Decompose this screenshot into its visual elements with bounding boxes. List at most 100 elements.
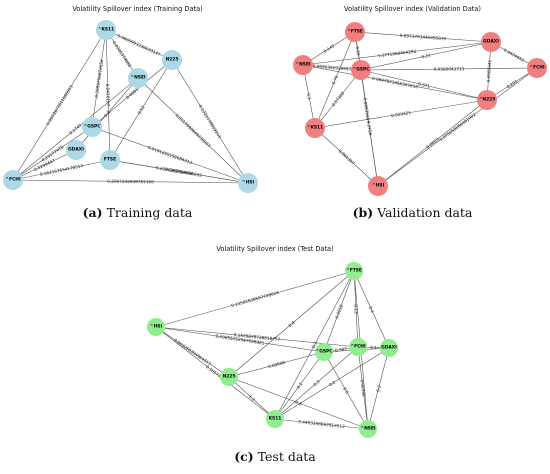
edge-weight-label: 0.371 [418,81,431,89]
node-label: GDAXI [381,345,397,351]
edge-weight-label: 0.13 [353,304,358,314]
graph-edge [137,77,249,184]
graph-node [527,58,547,78]
graph-edge [12,29,107,181]
edge-weight-label: 0.0847823466307658 [372,76,419,90]
edge-weight-label: 0.1741 [68,122,83,135]
node-label: ^NSEI [130,75,146,81]
graph-edge [360,67,538,71]
edges-layer [12,29,249,184]
edge-weight-label: 0.0580043713 [434,66,465,71]
edge-weight-label: 0.4 [287,320,296,328]
graph-edge [228,270,355,378]
graph-edge [377,99,488,187]
edge-weight-label: 0.22 [421,53,431,60]
graph-node [477,90,497,110]
edge-weight-label: 0.0580041 [486,59,493,82]
edge-weight-label: 0.0918 [334,303,344,319]
edges-layer [302,31,538,187]
node-label: ^FCHI [5,177,21,183]
node-label: ^KS11 [98,27,114,33]
node-label: ^FTSE [346,268,362,274]
graph-node [345,22,365,42]
graph-node [351,60,371,80]
edge-weight-label: 0.0919977011680915 [45,84,74,127]
graph-edge [302,31,356,66]
graph-node [66,140,86,160]
graph-edge [155,270,355,328]
graph-edge [314,69,362,129]
graph-edge [274,351,325,420]
graph-node [3,170,23,190]
graph-edge [357,346,369,430]
node-label: N225 [166,57,179,63]
edge-weight-label: 1.2 [248,394,257,402]
graph-edge [302,41,492,66]
edge-weight-label: 0.3 [103,110,111,119]
edge-weight-label: 0.2099798072656 [94,59,105,98]
graph-edge [360,41,492,71]
graph-edge [91,126,249,184]
caption-label: (b) [352,205,374,220]
graph-edge [274,418,369,430]
graph-edge [12,149,77,181]
edge-weight-label: 0.145 [323,43,336,54]
node-label: ^FCHI [529,65,545,71]
edge-weight-label: 0.12582838507728024 [231,290,280,308]
panel-validation: Volatility Spillover index (Validation D… [275,0,550,237]
graph-edge [12,179,249,184]
graph-edge [155,326,325,353]
graph-edge [353,270,390,349]
graph-node [315,343,333,361]
edge-weight-label: 0.075658086461002 [438,112,477,142]
graph-edge [314,99,488,129]
edge-weight-label: 0.387 [335,346,348,353]
edge-weight-label: 0.2097242838781168 [107,179,154,185]
node-label: ^NSEI [360,426,376,432]
edge-weight-label: 0.1 [296,381,304,390]
graph-node [266,410,284,428]
node-label: FTSE [104,157,116,163]
panel-caption: (c) Test data [110,449,440,464]
graph-edge [105,29,111,161]
edge-weight-label: 0.0030351928997 [313,63,352,71]
node-label: ^HSI [242,180,255,186]
graph-edge [377,67,538,187]
edge-weight-label: 0.52 [136,104,145,115]
graph-edge [228,376,276,420]
panel-training: Volatility Spillover index (Training Dat… [0,0,275,237]
node-label: ^HSI [372,183,385,189]
panel-title: Volatility Spillover index (Test Data) [216,245,334,253]
graph-node [359,420,377,438]
graph-edge [109,59,173,161]
panel-title: Volatility Spillover index (Training Dat… [72,5,203,13]
graph-node [349,338,367,356]
node-label: GDAXI [68,147,84,153]
edge-weight-label: 0.291 [506,78,519,89]
edge-weight-label: 0.2 [328,379,337,387]
graph-node [82,117,102,137]
graph-node [220,368,238,386]
edge-weight-label: 1.3771988464292 [378,49,417,59]
graph-edge [109,159,249,184]
edge-weight-label: 0.0893 [425,136,440,149]
graph-edge [105,29,173,61]
edge-weight-label: 2.4493258892913513 [298,419,345,429]
graph-edge [228,351,325,378]
graph-edge [274,347,390,420]
edge-weight-label: 0.57100 [331,90,346,107]
caption-text: Validation data [377,205,473,220]
graph-node [147,318,165,336]
edge-weight-label: 0.00335 [359,379,366,397]
edge-weight-label: 0.02 [355,46,361,56]
node-label: ^GSPC [84,124,101,130]
edge-weight-label: 0.1 [370,345,377,350]
graph-node [128,68,148,88]
edge-weight-label: 0.5410197 [105,84,111,107]
edge-weight-label: 0.2 [375,384,382,392]
graph-edge [314,127,379,187]
node-label: ^GSPC [353,67,370,73]
